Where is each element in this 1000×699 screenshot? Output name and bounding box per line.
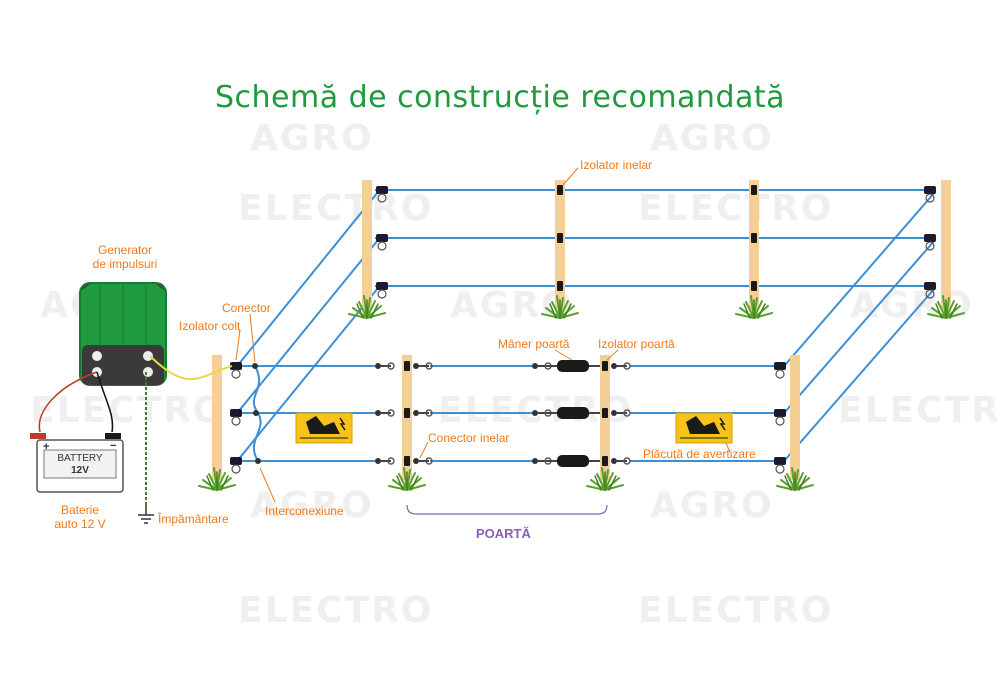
label-interconexiune: Interconexiune	[265, 504, 344, 518]
gate-handles	[548, 360, 600, 467]
label-conector: Conector	[222, 301, 271, 315]
label-baterie-line2: auto 12 V	[54, 517, 106, 531]
label-izolator-poarta: Izolator poartă	[598, 337, 675, 351]
pulse-generator	[79, 282, 167, 386]
warning-sign-left	[295, 412, 353, 444]
label-generator: Generator de impulsuri	[80, 243, 170, 271]
front-insulators	[229, 361, 787, 474]
back-fence-wires	[237, 189, 936, 461]
ground-icon	[138, 505, 154, 524]
watermark-electro: ELECTRO	[238, 590, 434, 631]
watermark-electro: ELECTRO	[638, 188, 834, 229]
label-generator-line2: de impulsuri	[92, 257, 158, 271]
label-conector-inelar: Conector inelar	[428, 431, 510, 445]
battery-plus-sign: +	[43, 441, 50, 453]
label-izolator-colt: Izolator colț	[179, 319, 241, 333]
label-baterie-line1: Baterie	[60, 503, 100, 517]
front-grass	[198, 467, 814, 491]
label-baterie: Baterie auto 12 V	[40, 503, 120, 531]
watermark-electro: ELECTRO	[638, 590, 834, 631]
gate-bracket	[406, 504, 608, 515]
watermark-electro: ELECTRO	[238, 188, 434, 229]
watermark-agro: AGRO	[650, 485, 774, 526]
back-insulators	[375, 185, 937, 299]
fence-feed-wire	[149, 355, 233, 381]
warning-sign-right	[675, 412, 733, 444]
label-generator-line1: Generator	[97, 243, 153, 257]
label-izolator-inelar: Izolator inelar	[580, 158, 653, 172]
battery-black-wire	[96, 371, 114, 433]
label-maner-poarta: Mâner poartă	[498, 337, 570, 351]
battery-label: BATTERY	[57, 453, 103, 464]
label-placuta-avertizare: Plăcuță de avertizare	[643, 447, 756, 461]
back-grass	[348, 295, 965, 319]
watermark-agro: AGRO	[650, 118, 774, 159]
battery-red-wire	[38, 371, 98, 433]
label-poarta: POARTĂ	[476, 526, 531, 541]
battery-voltage: 12V	[71, 465, 89, 476]
page-title: Schemă de construcție recomandată	[214, 80, 786, 115]
back-posts	[362, 180, 951, 310]
watermark-agro: AGRO	[250, 118, 374, 159]
label-impamantare: Împământare	[158, 512, 229, 526]
battery-minus-sign: −	[110, 440, 117, 452]
car-battery	[30, 433, 124, 493]
watermark-electro: ELECTRO	[838, 390, 1000, 431]
watermark-electro: ELECTRO	[30, 390, 226, 431]
